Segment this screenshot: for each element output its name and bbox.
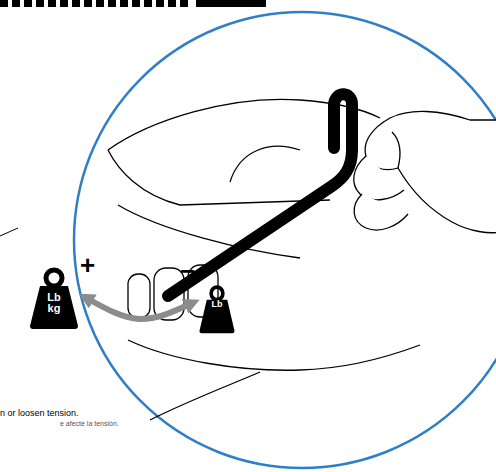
hex-key	[168, 94, 352, 296]
weight-icon: Lb	[198, 284, 236, 334]
weight-unit: Lb	[206, 300, 228, 309]
weight-icon: Lb kg	[28, 266, 80, 330]
weight-body	[199, 300, 234, 334]
instruction-text: e afecte la tensión.	[60, 420, 119, 427]
header-bar	[0, 0, 266, 7]
weight-body	[30, 286, 78, 329]
hand-outline	[354, 111, 496, 232]
weight-handle	[211, 287, 223, 300]
side-line	[0, 228, 18, 236]
adjust-arrow	[90, 300, 188, 319]
detail-circle	[74, 12, 496, 468]
adjust-sign: −	[180, 256, 195, 287]
adjust-sign: +	[80, 250, 95, 281]
weight-handle	[46, 270, 62, 286]
instruction-text: n or loosen tension.	[0, 408, 79, 418]
weight-unit: Lb kg	[43, 292, 65, 314]
